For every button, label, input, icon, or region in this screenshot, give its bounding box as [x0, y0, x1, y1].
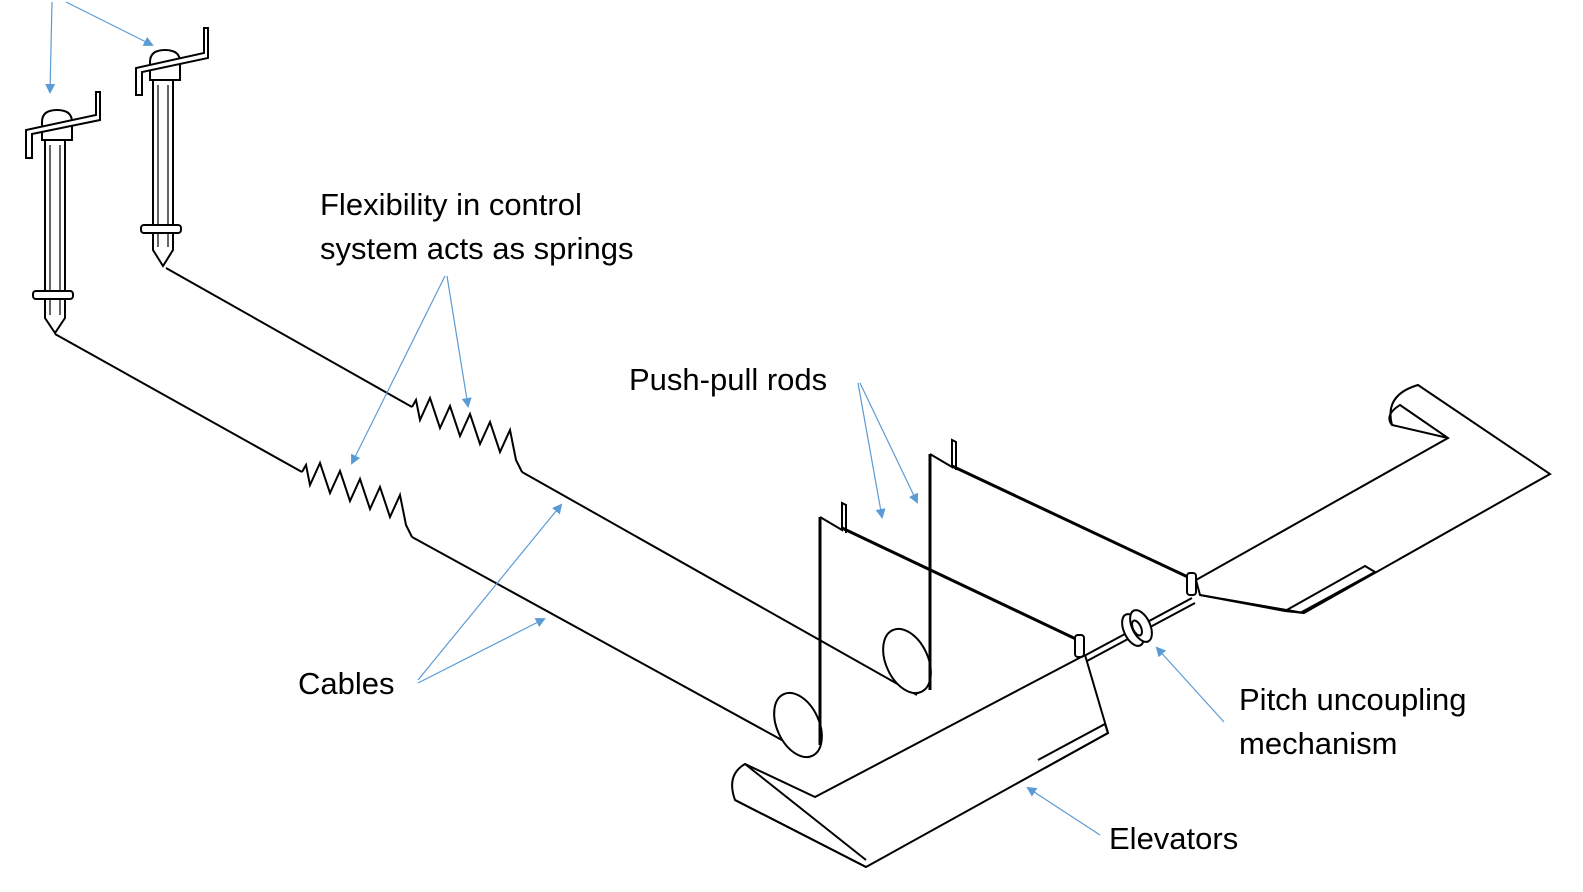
cables	[54, 267, 918, 751]
push-pull-rods	[818, 438, 1191, 745]
label-flexibility-line2: system acts as springs	[320, 231, 634, 266]
elevator-right	[1195, 383, 1552, 615]
arrow-to-rod-lower	[857, 382, 886, 519]
elevator-left	[731, 654, 1110, 869]
pulley-lower	[773, 691, 823, 759]
arrow-to-spring-upper	[446, 275, 472, 408]
label-pitch-line2: mechanism	[1239, 726, 1398, 761]
spring-upper	[411, 395, 523, 473]
label-pitch-line1: Pitch uncoupling	[1239, 682, 1467, 717]
label-flexibility-line1: Flexibility in control	[320, 187, 582, 222]
pitch-uncoupling-shaft	[1083, 597, 1196, 662]
arrow-to-spring-lower	[351, 275, 446, 465]
pulley-upper	[882, 627, 932, 695]
arrow-to-cable-lower	[417, 618, 546, 684]
arrow-to-stick-right	[65, 1, 154, 46]
control-stick-right	[135, 27, 209, 268]
control-stick-left	[25, 91, 101, 335]
label-push-pull-rods: Push-pull rods	[629, 362, 828, 397]
arrow-to-rod-upper	[859, 382, 919, 504]
arrow-to-cable-upper	[417, 503, 563, 681]
arrow-to-pitch-mechanism	[1155, 646, 1225, 723]
label-cables: Cables	[298, 666, 395, 701]
annotation-arrows	[45, 1, 1225, 836]
label-elevators: Elevators	[1109, 821, 1239, 856]
arrow-to-stick-left	[45, 1, 56, 94]
arrow-to-elevator	[1026, 786, 1101, 836]
spring-lower	[301, 460, 413, 538]
